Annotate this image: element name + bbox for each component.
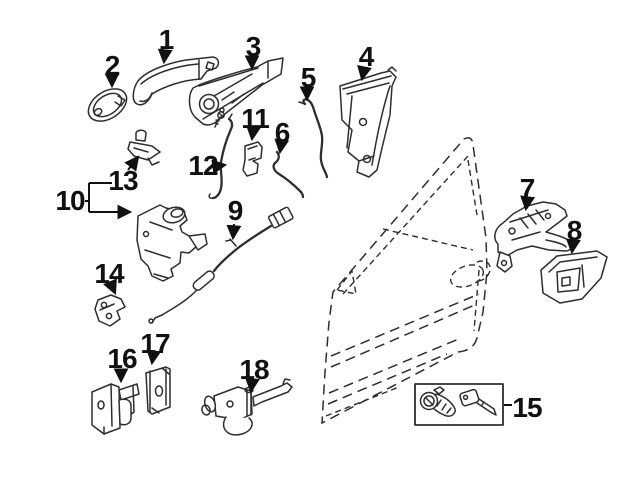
callout-2[interactable]: 2 — [104, 50, 121, 89]
callout-1[interactable]: 1 — [157, 24, 175, 65]
door-beltline — [382, 228, 474, 251]
callout-13-label[interactable]: 13 — [108, 165, 139, 196]
callout-8-arrow — [565, 238, 581, 255]
door-rear-inner-line — [473, 269, 480, 332]
callout-5[interactable]: 5 — [299, 62, 317, 102]
door-molding-line — [330, 303, 478, 368]
callout-6-arrow — [274, 138, 290, 155]
part-16-striker-bracket — [91, 383, 140, 435]
callout-17[interactable]: 17 — [140, 328, 171, 366]
callout-16[interactable]: 16 — [107, 343, 138, 384]
door-handle-cutout — [449, 260, 491, 288]
callout-15[interactable]: 15 — [504, 392, 543, 423]
callout-7-label[interactable]: 7 — [520, 173, 536, 204]
door-molding-line — [330, 293, 480, 357]
lock-cylinder-icon — [419, 386, 456, 417]
callout-4[interactable]: 4 — [357, 41, 376, 82]
part-7-inside-handle — [494, 201, 573, 273]
callout-18-arrow — [244, 377, 260, 394]
part-5-lock-rod — [298, 98, 329, 179]
callout-16-label[interactable]: 16 — [107, 343, 138, 374]
callout-10-bracket — [85, 182, 112, 212]
callout-9-label[interactable]: 9 — [228, 195, 244, 226]
callout-17-label[interactable]: 17 — [140, 328, 171, 359]
callout-11[interactable]: 11 — [241, 103, 270, 142]
part-2-handle-cap — [87, 88, 128, 122]
callout-9-arrow — [226, 223, 242, 241]
callout-13-arrow — [124, 155, 140, 172]
part-6-lock-rod — [272, 150, 305, 199]
callout-6[interactable]: 6 — [274, 117, 291, 155]
callout-12[interactable]: 12 — [188, 150, 228, 181]
callout-13[interactable]: 13 — [108, 155, 140, 196]
callout-11-label[interactable]: 11 — [241, 103, 270, 134]
callout-3[interactable]: 3 — [244, 31, 262, 71]
part-11-clip — [242, 141, 263, 177]
callout-10-label[interactable]: 10 — [55, 185, 86, 216]
callout-8-label[interactable]: 8 — [567, 215, 583, 246]
callout-7[interactable]: 7 — [520, 173, 536, 212]
door-bottom-inner-line — [325, 386, 400, 417]
callout-15-label[interactable]: 15 — [512, 392, 543, 423]
part-18-door-check — [201, 378, 293, 436]
door-mirror-triangle — [335, 269, 357, 295]
callout-18-label[interactable]: 18 — [239, 354, 270, 385]
callout-8[interactable]: 8 — [565, 215, 583, 255]
callout-12-arrow — [211, 159, 228, 175]
callout-12-label[interactable]: 12 — [188, 150, 219, 181]
callout-14[interactable]: 14 — [94, 258, 126, 296]
callout-11-arrow — [246, 125, 262, 142]
door-outline — [321, 137, 491, 425]
callout-3-label[interactable]: 3 — [246, 31, 262, 62]
part-8-handle-bezel — [540, 250, 608, 304]
callout-7-arrow — [520, 195, 536, 212]
part-17-striker-plate — [145, 366, 171, 415]
key-icon — [459, 388, 497, 416]
callout-2-label[interactable]: 2 — [105, 50, 121, 81]
door-a-pillar-inner-line — [342, 155, 469, 295]
part-4-reinforcement-bracket — [339, 66, 397, 178]
callout-4-label[interactable]: 4 — [359, 41, 376, 72]
callout-10[interactable]: 10 — [55, 182, 133, 220]
callout-5-label[interactable]: 5 — [301, 62, 317, 93]
part-10-door-lock — [136, 204, 208, 282]
part-1-outside-handle — [132, 56, 220, 106]
part-14-bracket — [94, 294, 126, 327]
callout-1-arrow — [157, 48, 173, 65]
part-9-lock-cable — [148, 206, 294, 324]
part-15-lock-cylinder-and-key — [414, 383, 504, 426]
callout-1-label[interactable]: 1 — [159, 24, 175, 55]
callout-14-label[interactable]: 14 — [94, 258, 126, 289]
screw-icon — [214, 111, 225, 128]
callout-9[interactable]: 9 — [226, 195, 244, 241]
part-13-clip — [127, 129, 161, 166]
callout-18[interactable]: 18 — [239, 354, 270, 394]
callout-14-arrow — [103, 278, 117, 296]
callout-4-arrow — [357, 65, 372, 82]
callout-17-arrow — [146, 349, 162, 366]
callout-6-label[interactable]: 6 — [275, 117, 291, 148]
door-molding-line — [328, 337, 462, 394]
door-molding-line — [327, 353, 448, 405]
